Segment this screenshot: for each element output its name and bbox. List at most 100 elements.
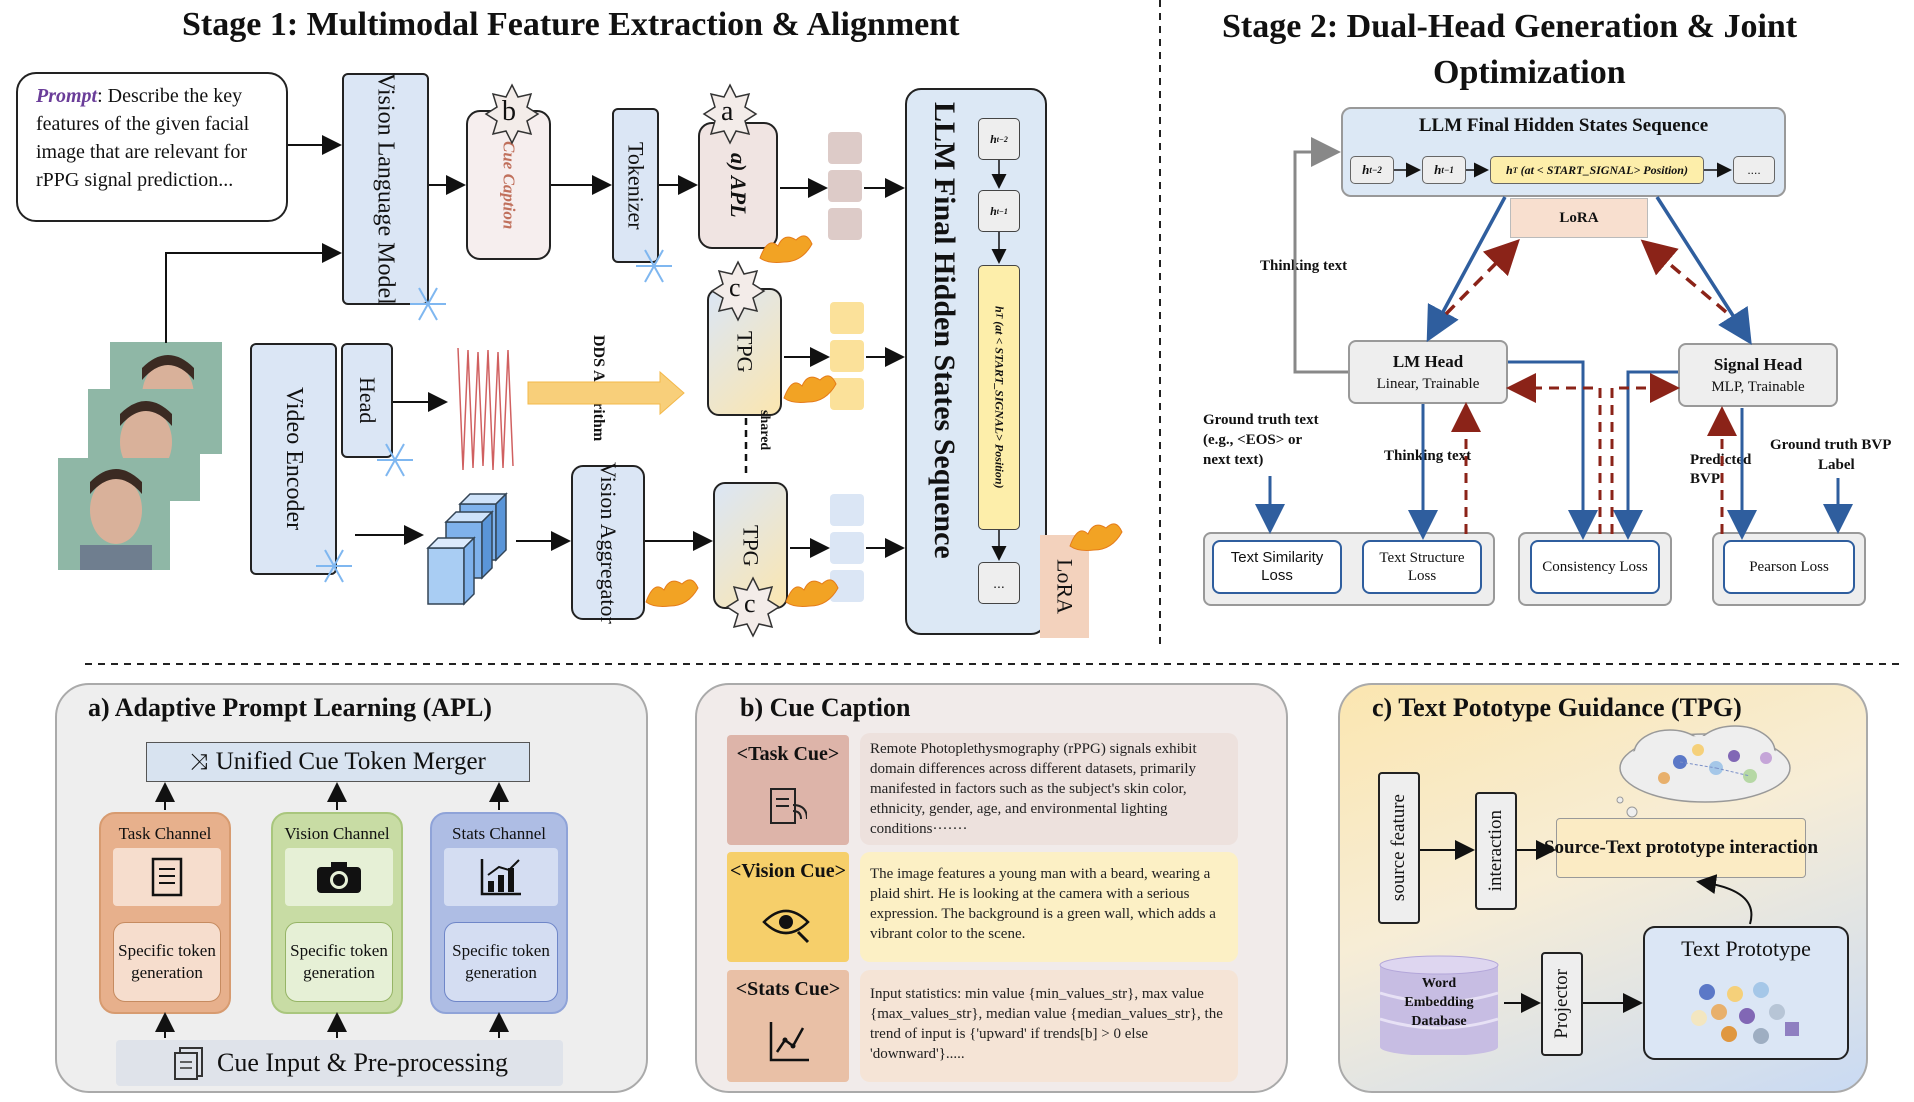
thinking-text-mid: Thinking text bbox=[1384, 448, 1472, 464]
text-structure-loss-label: Text Structure Loss bbox=[1379, 550, 1465, 584]
stage2-title-line2: Optimization bbox=[1433, 54, 1626, 91]
signal-head-label: Signal Head bbox=[1713, 355, 1803, 374]
badge-a: a bbox=[721, 96, 734, 127]
pearson-loss: Pearson Loss bbox=[1723, 540, 1855, 594]
ground-truth-text-3: next text) bbox=[1203, 452, 1264, 468]
s2-h-t1-sub: t−1 bbox=[1441, 165, 1454, 175]
token-dots-stage2: .... bbox=[1733, 156, 1775, 184]
gt-bvp-1: Ground truth BVP bbox=[1770, 437, 1892, 453]
pearson-loss-label: Pearson Loss bbox=[1749, 558, 1829, 575]
lm-head-sub: Linear, Trainable bbox=[1376, 376, 1480, 392]
unified-cue-token-merger: ⤨Unified Cue Token Merger bbox=[146, 742, 530, 782]
apl-label: a) APL bbox=[726, 153, 751, 218]
consistency-loss: Consistency Loss bbox=[1530, 540, 1660, 594]
signal-head-box: Signal Head MLP, Trainable bbox=[1678, 343, 1838, 407]
text-similarity-loss-label: Text Similarity Loss bbox=[1230, 549, 1324, 584]
s2-h-t-sub: T bbox=[1512, 165, 1518, 175]
task-cue-label: <Task Cue> bbox=[736, 743, 840, 765]
h-t2-letter: h bbox=[990, 131, 997, 146]
text-similarity-loss: Text Similarity Loss bbox=[1212, 540, 1342, 594]
text-structure-loss: Text Structure Loss bbox=[1362, 540, 1482, 594]
vision-language-model: Vision Language Model bbox=[342, 73, 429, 305]
task-cue-text: Remote Photoplethysmography (rPPG) signa… bbox=[870, 741, 1197, 837]
h-t2-sub: t−2 bbox=[996, 134, 1008, 144]
s2-h-t-letter: h bbox=[1506, 162, 1513, 177]
lm-head-box: LM Head Linear, Trainable bbox=[1348, 340, 1508, 404]
h-t1-letter: h bbox=[990, 203, 997, 218]
vision-aggregator-label: Vision Aggregator bbox=[596, 461, 621, 624]
task-channel-label: Task Channel bbox=[118, 824, 212, 843]
stats-cue-text: Input statistics: min value {min_values_… bbox=[870, 986, 1223, 1062]
badge-c-top: c bbox=[729, 273, 741, 302]
vision-cue-text: The image features a young man with a be… bbox=[870, 866, 1216, 942]
face-image-stack bbox=[58, 342, 222, 570]
task-icon-box bbox=[113, 848, 221, 906]
cue-input-label: Cue Input & Pre-processing bbox=[216, 1048, 508, 1077]
s2-h-t2-letter: h bbox=[1362, 162, 1370, 177]
projector-label: Projector bbox=[1551, 969, 1572, 1039]
s2-h-t-note: (at < START_SIGNAL> Position) bbox=[1520, 162, 1688, 177]
stats-icon-box bbox=[444, 848, 558, 906]
signal-head-sub: MLP, Trainable bbox=[1711, 379, 1805, 395]
vision-specific-label: Specific token generation bbox=[290, 941, 388, 982]
tokens-blue bbox=[830, 494, 864, 602]
video-encoder-label: Video Encoder bbox=[281, 387, 307, 531]
tokenizer-box: Tokenizer bbox=[612, 108, 659, 263]
vlm-label: Vision Language Model bbox=[372, 73, 399, 305]
prototype-dots bbox=[1691, 982, 1799, 1044]
llm-sequence-stage1-label: LLM Final Hidden States Sequence bbox=[928, 102, 961, 559]
stats-channel: Stats Channel Specific token generation bbox=[430, 812, 568, 1014]
vision-aggregator-box: Vision Aggregator bbox=[571, 462, 645, 623]
thought-cloud bbox=[1616, 725, 1791, 818]
line-chart-icon bbox=[769, 1022, 809, 1062]
badge-c-bottom: c bbox=[744, 589, 756, 618]
text-prototype-box: Text Prototype bbox=[1643, 926, 1849, 1060]
source-text-label: Source-Text prototype interaction bbox=[1543, 837, 1819, 858]
lora-stage1: LoRA bbox=[1040, 535, 1089, 638]
interaction-label: interaction bbox=[1485, 810, 1506, 892]
panel-apl-title: a) Adaptive Prompt Learning (APL) bbox=[88, 693, 492, 722]
predicted-bvp-1: Predicted bbox=[1690, 452, 1752, 468]
thinking-text-top: Thinking text bbox=[1260, 258, 1348, 274]
dots-stage1: ... bbox=[993, 575, 1005, 591]
predicted-bvp-2: BVP bbox=[1690, 471, 1720, 487]
badge-b: b bbox=[502, 96, 516, 127]
ground-truth-text-2: (e.g., <EOS> or bbox=[1203, 432, 1303, 448]
lora-stage2: LoRA bbox=[1510, 198, 1648, 238]
source-feature-label: source feature bbox=[1388, 794, 1409, 902]
database-icon bbox=[1379, 955, 1499, 1055]
tpg-bottom-label: TPG bbox=[738, 524, 764, 567]
text-prototype-label: Text Prototype bbox=[1681, 936, 1811, 961]
stage2-title-line1: Stage 2: Dual-Head Generation & Joint bbox=[1222, 8, 1798, 45]
panel-cue-caption-title: b) Cue Caption bbox=[740, 693, 911, 722]
stage1-title: Stage 1: Multimodal Feature Extraction &… bbox=[182, 6, 960, 43]
word-embedding-label: Word Embedding Database bbox=[1404, 976, 1474, 1029]
stats-channel-label: Stats Channel bbox=[452, 824, 546, 843]
lm-head-label: LM Head bbox=[1392, 352, 1464, 371]
h-t1-sub: t−1 bbox=[996, 206, 1008, 216]
h-t-note: (at < START_SIGNAL> Position) bbox=[992, 321, 1007, 489]
apl-box: a) APL bbox=[698, 122, 778, 249]
ground-truth-text-1: Ground truth text bbox=[1203, 412, 1319, 428]
s2-h-t2-sub: t−2 bbox=[1369, 165, 1382, 175]
cue-caption-label: Cue Caption bbox=[499, 140, 519, 230]
prompt-box: Prompt: Describe the key features of the… bbox=[16, 72, 288, 222]
stats-cue-text-box: Input statistics: min value {min_values_… bbox=[860, 970, 1238, 1082]
source-feature-box: source feature bbox=[1378, 772, 1420, 924]
tpg-top-box: TPG bbox=[707, 288, 782, 416]
interaction-box: interaction bbox=[1475, 792, 1517, 910]
video-encoder-box: Video Encoder bbox=[250, 343, 337, 575]
eye-search-icon bbox=[762, 909, 810, 944]
bar-chart-icon bbox=[480, 859, 521, 896]
vision-channel: Vision Channel Specific token generation bbox=[271, 812, 403, 1014]
tokenizer-label: Tokenizer bbox=[623, 141, 649, 230]
head-label: Head bbox=[355, 377, 380, 424]
stats-cue-label-box: <Stats Cue> bbox=[727, 970, 849, 1082]
source-text-interaction-box: Source-Text prototype interaction bbox=[1544, 818, 1818, 878]
token-dots-stage1: ... bbox=[978, 562, 1020, 604]
